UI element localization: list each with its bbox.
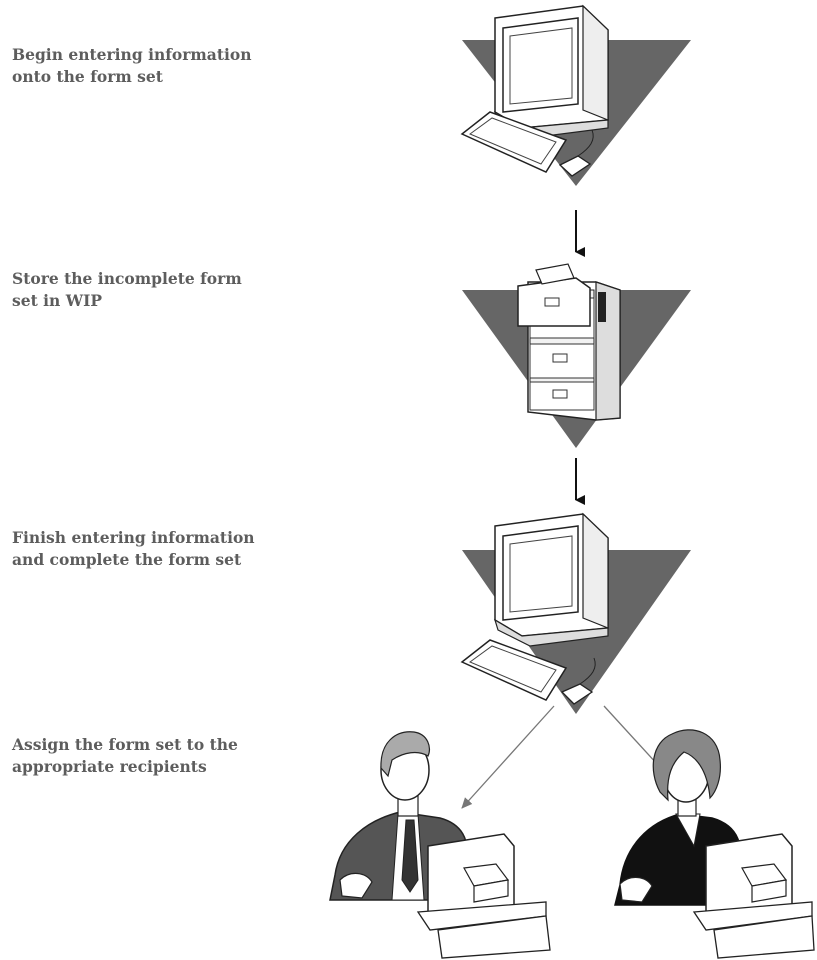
step-3-computer-icon xyxy=(462,514,691,714)
step-2-filing-cabinet-icon xyxy=(462,264,691,448)
female-user-at-computer-icon xyxy=(615,730,814,958)
male-user-at-computer-icon xyxy=(330,732,550,958)
branch-arrow-left xyxy=(462,706,554,808)
step-1-computer-icon xyxy=(462,6,691,186)
